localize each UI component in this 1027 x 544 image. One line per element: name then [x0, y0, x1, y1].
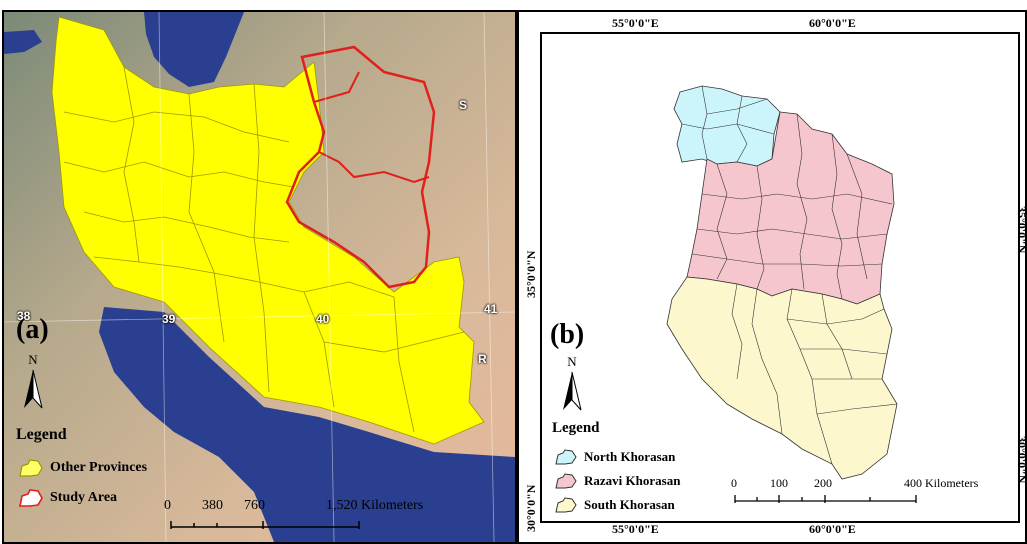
panel-b-map: 55°0'0"E 60°0'0"E 55°0'0"E 60°0'0"E 35°0…: [517, 10, 1027, 544]
north-arrow-b: N: [557, 354, 587, 423]
study-area-internal-boundary-1: [318, 151, 430, 184]
scale-a-label-760: 760: [244, 498, 265, 513]
legend-swatch-north-khorasan: [555, 449, 577, 465]
scale-b-label-400: 400 Kilometers: [904, 476, 979, 490]
north-khorasan-counties: [681, 85, 775, 163]
caspian-sea: [144, 12, 244, 87]
legend-a-title: Legend: [16, 426, 67, 443]
study-area-outline: [285, 45, 436, 289]
scale-bar-b: [734, 495, 917, 503]
iran-basemap: [4, 12, 515, 542]
legend-b-item-razavi-khorasan: Razavi Khorasan: [554, 472, 680, 490]
zone-label-39: 39: [162, 312, 176, 326]
province-boundaries: [63, 66, 465, 433]
scale-b-label-100: 100: [770, 476, 788, 490]
coord-bottom-55e: 55°0'0"E: [612, 522, 659, 536]
legend-label-south-khorasan: South Khorasan: [584, 497, 675, 512]
legend-swatch-razavi-khorasan: [555, 473, 577, 489]
legend-b-item-south-khorasan: South Khorasan: [554, 496, 675, 514]
north-khorasan-region: [673, 85, 781, 167]
scale-bar-a: [170, 521, 360, 529]
zone-label-41: 41: [484, 302, 498, 316]
coord-top-55e: 55°0'0"E: [612, 16, 659, 30]
north-arrow-b-icon: [563, 371, 582, 411]
persian-gulf: [99, 307, 515, 542]
scale-b-label-200: 200: [814, 476, 832, 490]
north-arrow-icon: [24, 369, 43, 409]
coord-left-35n: 35°0'0"N: [524, 250, 538, 298]
grid-lines: [4, 12, 515, 542]
south-khorasan-region: [666, 276, 898, 480]
map-frame-b: (b) N Legend North Khorasan Razavi Khora…: [540, 32, 1020, 523]
legend-a-item-other-provinces: Other Provinces: [18, 458, 147, 478]
panel-b-letter: (b): [550, 319, 585, 350]
khorasan-province-map: [666, 85, 898, 480]
coord-bottom-60e: 60°0'0"E: [809, 522, 856, 536]
legend-label-other-provinces: Other Provinces: [50, 460, 148, 475]
scale-a-label-1520: 1,520 Kilometers: [326, 498, 424, 513]
razavi-khorasan-counties: [691, 113, 893, 300]
north-arrow-b-label: N: [567, 354, 577, 369]
legend-label-study-area: Study Area: [50, 490, 118, 505]
north-arrow-a: N: [18, 352, 48, 421]
north-arrow-label: N: [28, 352, 38, 367]
panel-a-letter: (a): [16, 314, 49, 345]
legend-swatch-study-area: [19, 489, 43, 507]
scale-b-label-0: 0: [731, 476, 737, 490]
zone-label-s: S: [459, 98, 468, 112]
coord-left-30n: 30°0'0"N: [524, 484, 538, 532]
scale-a-label-380: 380: [202, 498, 223, 513]
legend-a-item-study-area: Study Area: [18, 488, 117, 508]
legend-b-item-north-khorasan: North Khorasan: [554, 448, 675, 466]
coord-top-60e: 60°0'0"E: [809, 16, 856, 30]
legend-b-title: Legend: [552, 420, 600, 436]
zone-label-38: 38: [17, 309, 31, 323]
legend-label-razavi-khorasan: Razavi Khorasan: [584, 473, 681, 488]
panel-a-map: 38 39 40 41 S R (a) N Legend Other Provi…: [2, 10, 517, 544]
south-khorasan-counties: [731, 283, 898, 465]
black-sea: [4, 30, 42, 54]
legend-swatch-other-provinces: [19, 459, 43, 477]
zone-label-r: R: [478, 352, 487, 366]
scale-a-label-0: 0: [164, 498, 171, 513]
zone-label-40: 40: [316, 312, 330, 326]
legend-label-north-khorasan: North Khorasan: [584, 449, 676, 464]
legend-swatch-south-khorasan: [555, 497, 577, 513]
